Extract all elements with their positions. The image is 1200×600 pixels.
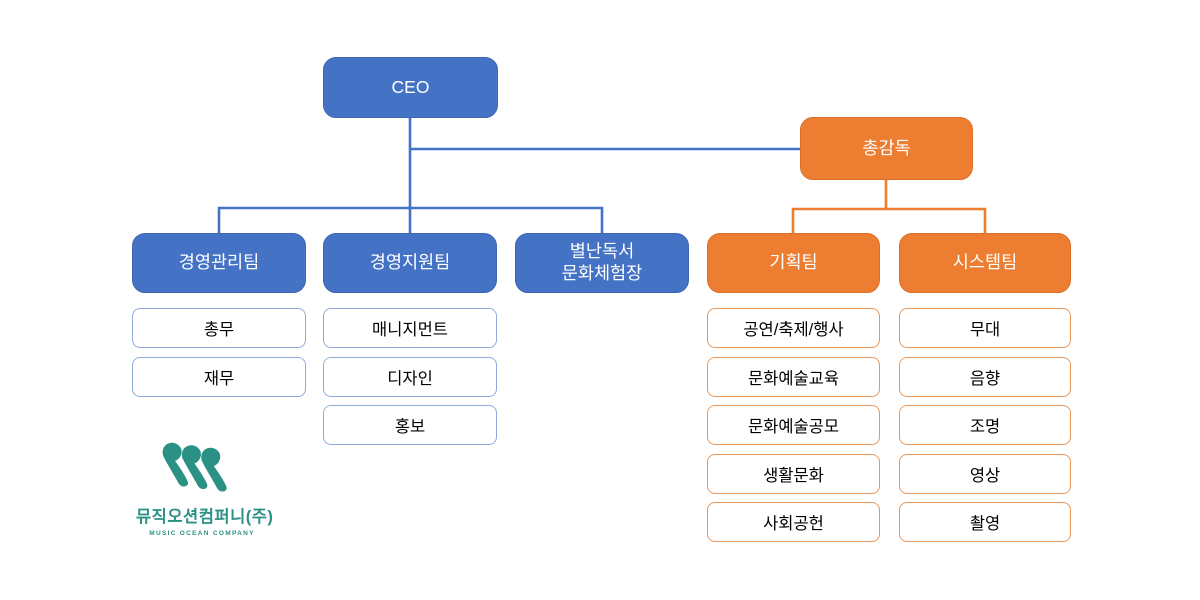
team-box: 경영지원팀	[323, 233, 497, 293]
team-box: 기획팀	[707, 233, 880, 293]
org-leaf: 생활문화	[707, 453, 880, 494]
node-ceo: CEO	[323, 57, 498, 118]
org-leaf: 문화예술공모	[707, 405, 880, 446]
logo-tagline: MUSIC OCEAN COMPANY	[149, 530, 255, 537]
company-logo: 뮤직오션컴퍼니(주) MUSIC OCEAN COMPANY	[136, 441, 274, 537]
org-leaf: 영상	[899, 453, 1071, 494]
org-leaf: 디자인	[323, 356, 497, 397]
org-leaf: 공연/축제/행사	[707, 308, 880, 348]
team-box: 시스템팀	[899, 233, 1071, 293]
org-leaf: 조명	[899, 405, 1071, 446]
logo-company-name: 뮤직오션컴퍼니(주)	[136, 508, 274, 526]
org-leaf: 재무	[132, 356, 306, 397]
connector-blue	[217, 117, 800, 233]
org-leaf: 총무	[132, 308, 306, 348]
team-box: 별난독서 문화체험장	[515, 233, 689, 293]
org-leaf: 무대	[899, 308, 1071, 348]
logo-wave-icon	[162, 442, 227, 492]
org-leaf: 홍보	[323, 405, 497, 446]
org-leaf: 촬영	[899, 502, 1071, 543]
column-reading-center: 별난독서 문화체험장	[515, 233, 689, 308]
org-leaf: 문화예술교육	[707, 356, 880, 397]
team-box: 경영관리팀	[132, 233, 306, 293]
node-chief-director: 총감독	[800, 117, 973, 180]
org-leaf: 사회공헌	[707, 502, 880, 543]
org-leaf: 매니지먼트	[323, 308, 497, 348]
org-leaf: 음향	[899, 356, 1071, 397]
connector-orange	[791, 180, 987, 233]
